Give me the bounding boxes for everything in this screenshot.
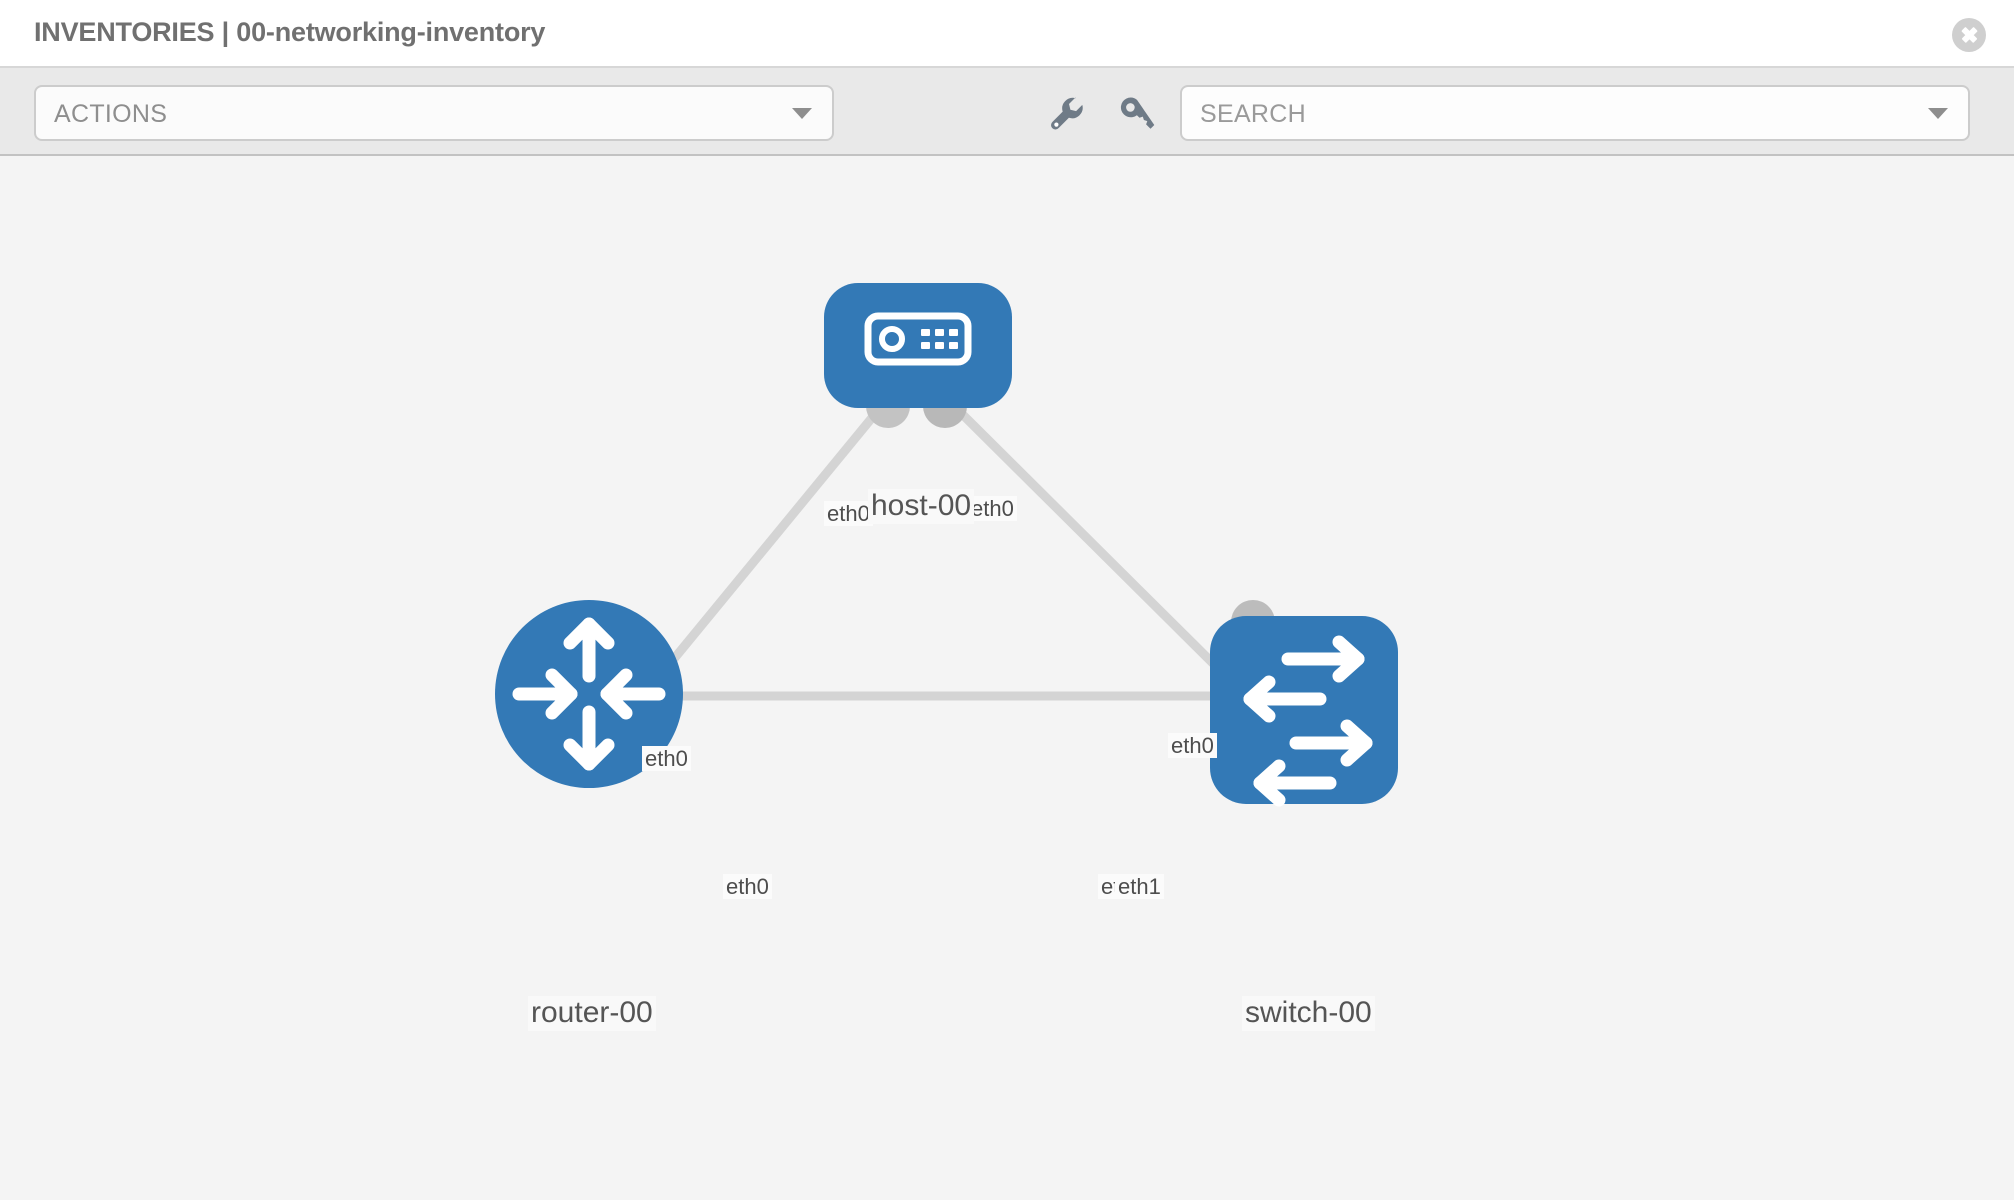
iface-label-switch-eth1: eth1 (1115, 874, 1164, 900)
chevron-down-icon (792, 108, 812, 119)
node-host-00 (824, 283, 1012, 408)
close-icon[interactable] (1952, 18, 1986, 52)
node-switch-00 (1210, 616, 1398, 807)
wrench-icon[interactable] (1037, 85, 1093, 141)
page-title: INVENTORIES | 00-networking-inventory (34, 17, 546, 47)
node-label-switch-00: switch-00 (1242, 996, 1375, 1031)
node-router-00 (495, 600, 683, 788)
node-host-00-body (824, 283, 1012, 408)
server-icon (864, 312, 972, 366)
node-label-router-00: router-00 (528, 996, 656, 1031)
iface-label-host-left: eth0 (824, 501, 873, 527)
iface-label-router-uplink: eth0 (642, 746, 691, 772)
page-header: INVENTORIES | 00-networking-inventory (0, 0, 2014, 68)
search-input[interactable]: SEARCH (1180, 85, 1970, 141)
node-switch-00-body (1210, 616, 1398, 804)
actions-dropdown-label: ACTIONS (54, 100, 168, 128)
router-arrows-icon (512, 617, 666, 771)
iface-label-switch-uplink: eth0 (1168, 733, 1217, 759)
topology-graph (495, 283, 1398, 807)
key-icon[interactable] (1107, 85, 1163, 141)
topology-canvas[interactable]: eth0 eth0 eth0 eth0 eth0 eth0 eth1 host-… (0, 156, 2014, 1200)
node-router-00-body (495, 600, 683, 788)
search-placeholder: SEARCH (1200, 100, 1306, 128)
switch-arrows-icon (1243, 635, 1373, 807)
toolbar: ACTIONS SEARCH (0, 68, 2014, 156)
node-label-host-00: host-00 (868, 489, 975, 524)
actions-dropdown[interactable]: ACTIONS (34, 85, 834, 141)
chevron-down-icon[interactable] (1928, 108, 1948, 119)
iface-label-router-eth0: eth0 (723, 874, 772, 900)
iface-label-host-right: eth0 (968, 496, 1017, 522)
interface-connectors (633, 384, 1275, 718)
topology-links (623, 404, 1270, 720)
